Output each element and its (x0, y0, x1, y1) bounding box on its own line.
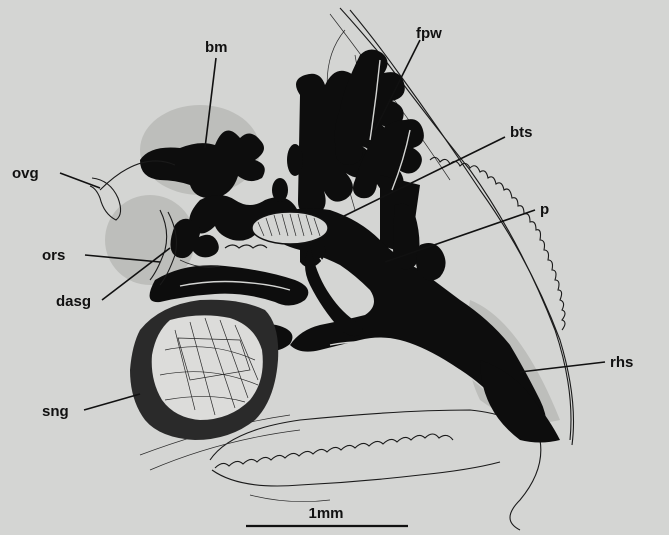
label-fpw: fpw (416, 25, 442, 42)
label-sng: sng (42, 403, 69, 420)
scale-bar-label: 1mm (308, 505, 343, 522)
label-ovg: ovg (12, 165, 39, 182)
bts-striated-oval (252, 212, 328, 244)
sng-oval (130, 300, 278, 440)
label-bm: bm (205, 39, 228, 56)
label-dasg: dasg (56, 293, 91, 310)
label-bts: bts (510, 124, 533, 141)
label-p: p (540, 201, 549, 218)
label-rhs: rhs (610, 354, 633, 371)
label-ors: ors (42, 247, 65, 264)
